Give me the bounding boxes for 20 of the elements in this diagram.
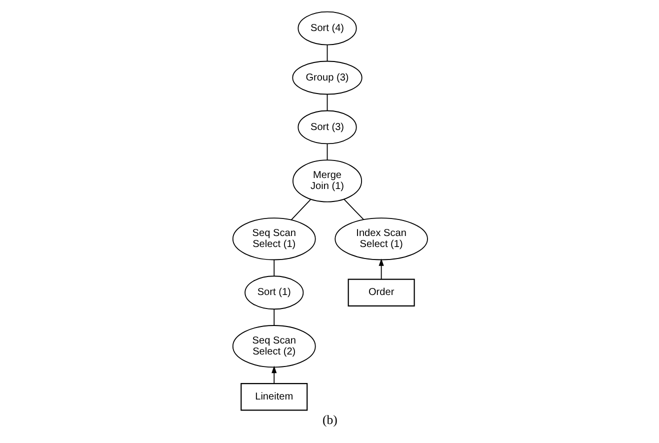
node-ellipse: Group (3) (292, 60, 362, 95)
node-ellipse: Index Scan Select (1) (334, 218, 428, 260)
node-box: Lineitem (240, 383, 308, 411)
connector (326, 94, 328, 112)
connector (273, 260, 274, 276)
arrow (378, 258, 384, 280)
node-ellipse: Merge Join (1) (292, 160, 362, 202)
connector (290, 199, 311, 220)
node-ellipse: Seq Scan Select (1) (232, 218, 316, 260)
connector (326, 143, 328, 161)
node-ellipse: Sort (3) (297, 110, 356, 144)
node-ellipse: Sort (4) (297, 11, 356, 46)
node-ellipse: Seq Scan Select (2) (232, 325, 316, 368)
node-box: Order (347, 278, 414, 306)
arrow (271, 366, 276, 384)
node-ellipse: Sort (1) (244, 276, 304, 310)
caption: (b) (322, 413, 337, 428)
connector (326, 44, 328, 62)
connector (273, 308, 274, 326)
connector (343, 198, 364, 220)
